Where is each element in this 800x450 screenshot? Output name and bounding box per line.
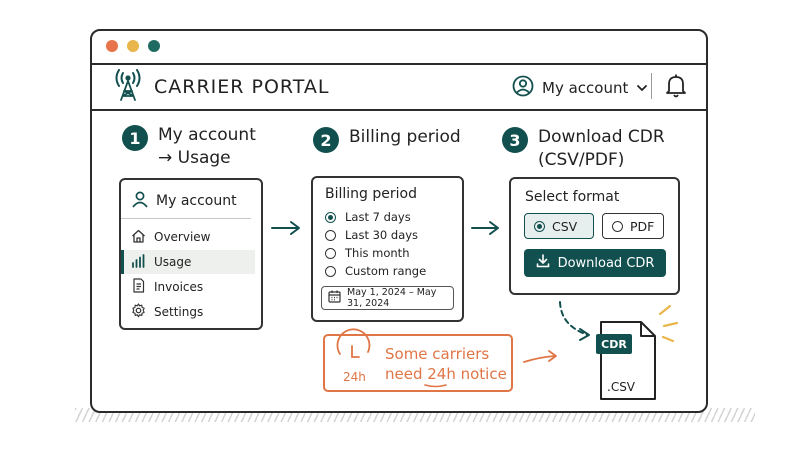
radio-label: Last 30 days — [345, 228, 419, 242]
radio-last-30-days[interactable]: Last 30 days — [313, 226, 462, 244]
minimize-dot[interactable] — [127, 40, 139, 52]
radio-label: This month — [345, 246, 410, 260]
step-title-line: Billing period — [349, 127, 461, 147]
titlebar-divider — [92, 63, 706, 65]
step-title-line: → Usage — [158, 148, 231, 168]
brand-name: CARRIER PORTAL — [154, 76, 330, 98]
format-options: CSV PDF — [511, 213, 678, 239]
brand[interactable]: CARRIER PORTAL — [114, 69, 329, 105]
close-dot[interactable] — [106, 40, 118, 52]
radio-last-7-days[interactable]: Last 7 days — [313, 208, 462, 226]
radio-button[interactable] — [325, 211, 336, 223]
radio-this-month[interactable]: This month — [313, 244, 462, 262]
step-3-heading: 3 Download CDR (CSV/PDF) — [502, 126, 665, 172]
format-option-pdf[interactable]: PDF — [602, 213, 664, 239]
sidebar-item-usage[interactable]: Usage — [121, 250, 255, 274]
sidebar-item-label: Invoices — [154, 280, 204, 294]
step-title-line: My account — [158, 125, 256, 145]
download-icon — [536, 254, 550, 272]
file-label: CDR — [596, 334, 632, 354]
format-label: CSV — [552, 218, 578, 234]
step-title: My account → Usage — [158, 124, 256, 170]
download-label: Download CDR — [557, 255, 655, 271]
date-range-field[interactable]: May 1, 2024 – May 31, 2024 — [321, 286, 454, 310]
format-title: Select format — [525, 189, 620, 205]
notice-line: need 24h notice — [385, 365, 507, 383]
notifications-button[interactable] — [664, 73, 688, 103]
window-controls — [106, 40, 160, 52]
sidebar-item-invoices[interactable]: Invoices — [121, 275, 261, 299]
sidebar-item-label: Usage — [154, 255, 192, 269]
user-icon — [131, 190, 149, 212]
sidebar-item-label: Overview — [154, 230, 211, 244]
download-cdr-button[interactable]: Download CDR — [524, 249, 666, 277]
format-label: PDF — [630, 218, 655, 234]
chevron-down-icon — [636, 79, 648, 97]
bar-chart-icon — [131, 253, 146, 271]
step-number: 3 — [502, 127, 528, 153]
maximize-dot[interactable] — [148, 40, 160, 52]
gear-icon — [131, 303, 146, 321]
radio-custom-range[interactable]: Custom range — [313, 262, 462, 280]
bell-icon — [664, 74, 688, 103]
step-title: Billing period — [349, 126, 461, 149]
radio-label: Custom range — [345, 264, 427, 278]
billing-period-title: Billing period — [325, 186, 417, 202]
radio-tower-icon — [114, 69, 142, 105]
notice-callout: 24h Some carriers need 24h notice — [323, 334, 513, 392]
home-icon — [131, 229, 146, 246]
radio-label: Last 7 days — [345, 210, 411, 224]
radio-button[interactable] — [612, 220, 623, 232]
sidebar-item-overview[interactable]: Overview — [121, 225, 261, 249]
step-1-heading: 1 My account → Usage — [122, 124, 256, 170]
notice-line: Some carriers — [385, 345, 490, 363]
step-title: Download CDR (CSV/PDF) — [538, 126, 665, 172]
radio-button[interactable] — [325, 265, 336, 277]
notice-text: Some carriers need 24h notice — [385, 344, 507, 384]
file-extension: .CSV — [607, 380, 636, 394]
step-number: 1 — [122, 125, 148, 151]
radio-button[interactable] — [325, 229, 336, 241]
step-title-line: (CSV/PDF) — [538, 150, 625, 170]
user-circle-icon — [512, 75, 534, 101]
step-number: 2 — [313, 127, 339, 153]
step-title-line: Download CDR — [538, 127, 665, 147]
radio-button[interactable] — [325, 247, 336, 259]
sidebar-item-settings[interactable]: Settings — [121, 300, 261, 324]
header-divider — [92, 109, 706, 111]
format-card: Select format CSV PDF Download CDR — [509, 177, 680, 295]
header-separator — [651, 73, 652, 99]
document-icon — [131, 278, 146, 296]
account-menu-header: My account — [121, 180, 251, 219]
sidebar-item-label: Settings — [154, 305, 204, 319]
account-menu-button[interactable]: My account — [512, 75, 648, 101]
radio-button[interactable] — [534, 220, 545, 232]
format-option-csv[interactable]: CSV — [524, 213, 594, 239]
account-menu-title: My account — [156, 193, 237, 209]
calendar-icon — [328, 290, 341, 306]
account-menu-card: My account Overview Usage Invoices Setti… — [119, 178, 263, 330]
account-label: My account — [542, 79, 629, 97]
date-range-value: May 1, 2024 – May 31, 2024 — [347, 287, 437, 309]
step-2-heading: 2 Billing period — [313, 126, 461, 153]
clock-label: 24h — [343, 370, 366, 384]
billing-period-card: Billing period Last 7 days Last 30 days … — [311, 176, 464, 322]
